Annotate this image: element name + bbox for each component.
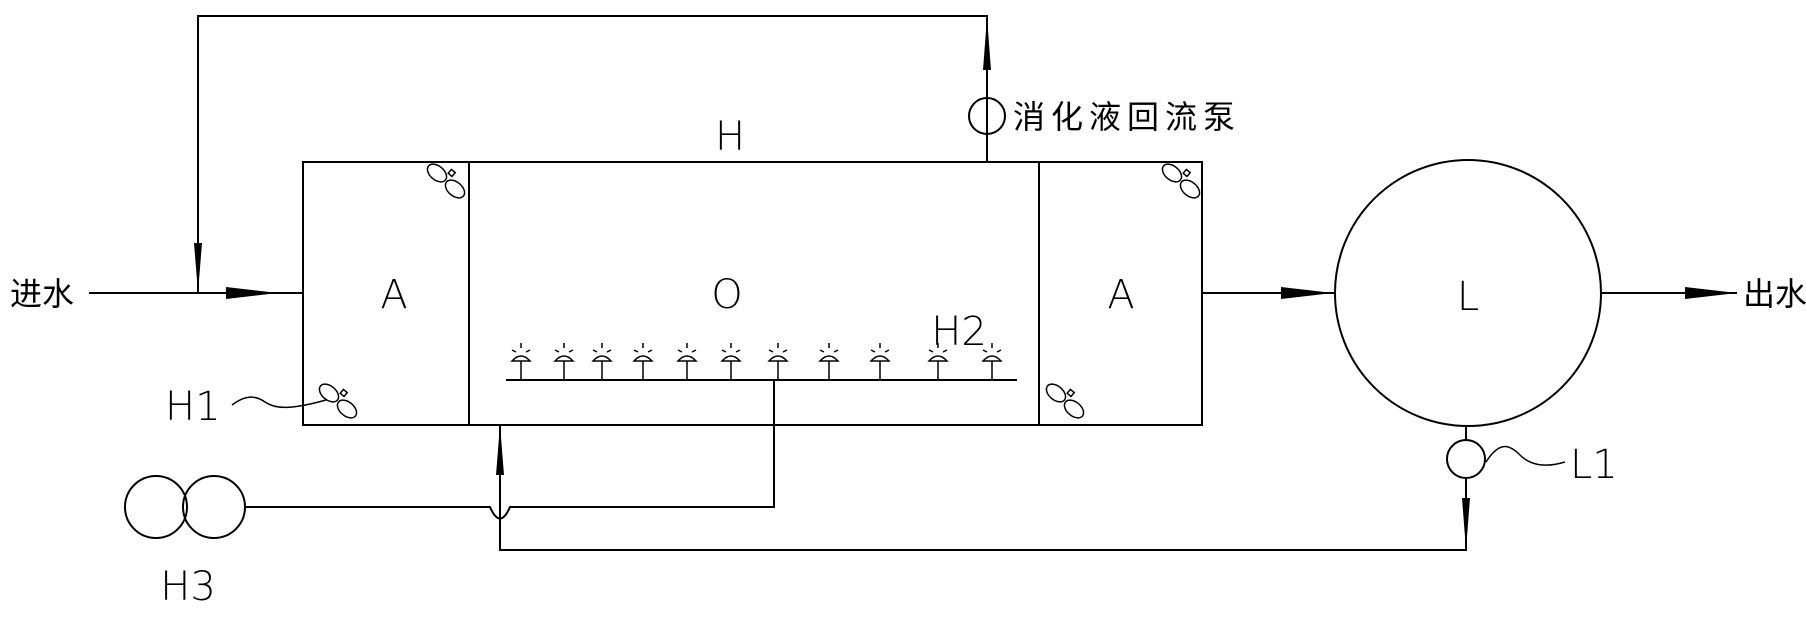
aeration-label: H2 xyxy=(931,309,987,355)
diffuser-icon xyxy=(677,342,697,381)
internal-recycle-line xyxy=(194,15,991,293)
diffuser-icon xyxy=(870,342,890,381)
diffuser-icon xyxy=(721,342,741,381)
arrow-right-icon xyxy=(1685,287,1737,299)
aerobic-zone-label: O xyxy=(711,272,742,318)
leader-line xyxy=(231,396,327,409)
blower-label: H3 xyxy=(160,564,216,610)
inlet-label: 进水 xyxy=(10,275,74,313)
leader-line xyxy=(1485,445,1566,466)
ao-tank xyxy=(302,161,1203,426)
air-line xyxy=(245,380,775,520)
arrow-right-icon xyxy=(1281,287,1333,299)
clarifier-label: L xyxy=(1457,274,1479,320)
recycle-pump-icon xyxy=(968,97,1006,135)
aeration-grid xyxy=(506,342,1017,381)
mixer-icon xyxy=(1042,379,1088,423)
mixer-icon xyxy=(1158,159,1204,203)
anoxic-zone-left-label: A xyxy=(380,272,407,318)
mixer-label: H1 xyxy=(165,384,221,430)
sludge-return-line xyxy=(499,425,1467,551)
outlet-label: 出水 xyxy=(1743,275,1806,313)
diffuser-icon xyxy=(819,342,839,381)
diffuser-icon xyxy=(633,342,653,381)
anoxic-zone-right-label: A xyxy=(1107,272,1134,318)
blower-icon xyxy=(124,475,246,539)
sludge-pump-icon xyxy=(1446,439,1486,479)
arrow-up-icon xyxy=(496,425,504,475)
sludge-pump-label: L1 xyxy=(1570,442,1618,488)
arrow-up-icon xyxy=(983,17,991,70)
arrow-down-icon xyxy=(194,243,202,293)
diffuser-icon xyxy=(768,342,788,381)
recycle-pump-label: 消化液回流泵 xyxy=(1013,98,1241,136)
tank-label: H xyxy=(715,114,745,160)
arrow-down-icon xyxy=(1462,498,1470,550)
diffuser-icon xyxy=(554,342,574,381)
diffuser-icon xyxy=(592,342,612,381)
mixer-icon xyxy=(423,159,469,203)
arrow-right-icon xyxy=(226,287,278,299)
diffuser-icon xyxy=(511,342,531,381)
